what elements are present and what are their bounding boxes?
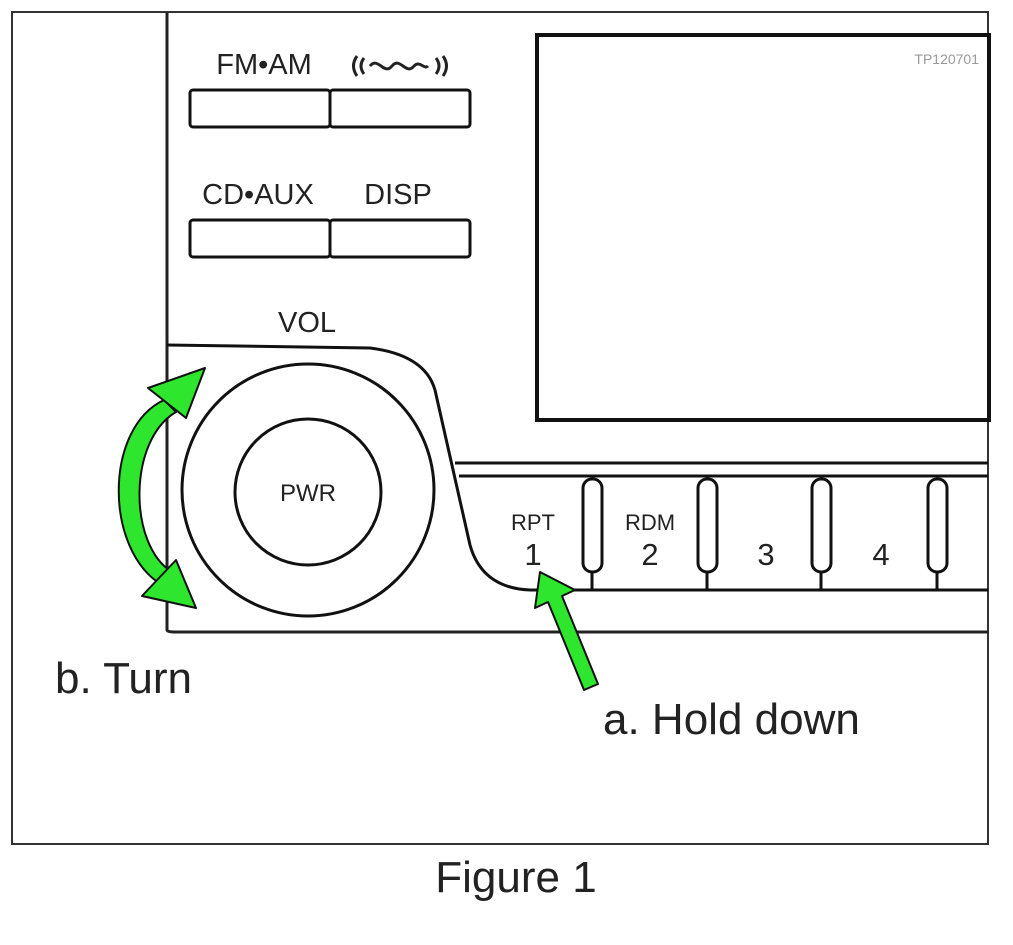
preset-separator [810, 477, 833, 574]
preset-2-button[interactable]: 2 [641, 537, 658, 572]
cd-aux-button[interactable] [188, 218, 332, 259]
preset-4-button[interactable]: 4 [872, 537, 889, 572]
preset-separator [696, 477, 719, 574]
preset-1-top-label: RPT [511, 510, 555, 535]
disp-button[interactable] [328, 218, 472, 259]
preset-1-button[interactable]: 1 [524, 537, 541, 572]
cd-aux-label: CD•AUX [202, 179, 314, 211]
hold-arrow-icon [534, 571, 599, 691]
fm-am-label: FM•AM [216, 49, 312, 81]
hold-callout: a. Hold down [603, 695, 860, 744]
signal-button[interactable] [328, 88, 472, 129]
signal-wave-icon [352, 55, 448, 77]
faceplate-outline [165, 12, 988, 634]
disp-label: DISP [364, 179, 432, 211]
vol-label: VOL [278, 307, 336, 339]
display-screen [535, 33, 991, 422]
preset-2-top-label: RDM [625, 510, 675, 535]
figure-caption: Figure 1 [435, 853, 596, 902]
preset-separator [581, 477, 604, 574]
preset-3-button[interactable]: 3 [757, 537, 774, 572]
turn-arrow-icon [117, 367, 206, 609]
pwr-label: PWR [280, 480, 336, 507]
turn-callout: b. Turn [55, 654, 192, 703]
fm-am-button[interactable] [188, 88, 332, 129]
knob-housing [166, 343, 988, 592]
volume-knob[interactable] [180, 362, 436, 618]
image-code: TP120701 [914, 51, 979, 67]
power-button[interactable] [233, 417, 383, 567]
preset-separator [926, 477, 949, 574]
figure-frame [11, 11, 989, 845]
